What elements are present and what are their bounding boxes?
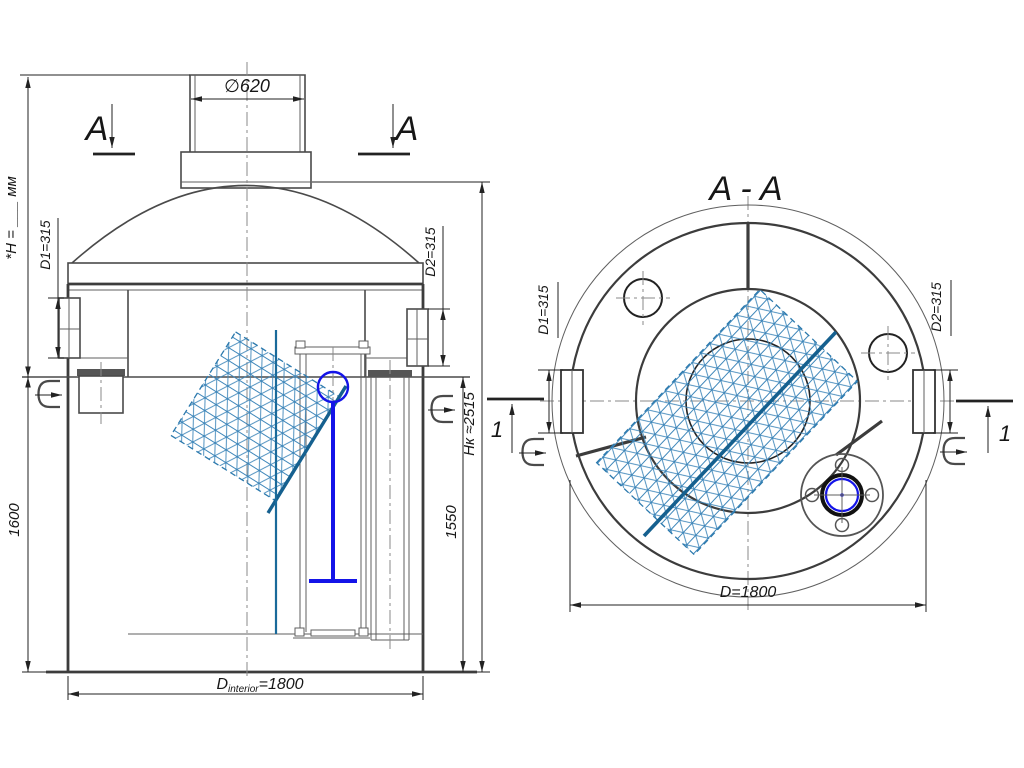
inlet-nozzle-plan — [560, 369, 584, 434]
vessel-dome — [67, 184, 424, 291]
coalescing-mesh-plan — [595, 288, 859, 556]
section-marker-a-left: A — [84, 104, 135, 156]
outlet-nozzle — [406, 308, 429, 367]
dim-d1: D1=315 — [37, 220, 53, 270]
dim-d-1800: D=1800 — [720, 584, 777, 601]
section-dimensions: D1=315 D2=315 D=1800 — [535, 280, 958, 612]
outlet-column — [368, 360, 412, 650]
outlet-flow-icon-plan — [940, 438, 967, 464]
dim-1550: 1550 — [443, 505, 460, 539]
lifting-lug-circle-left — [616, 271, 670, 325]
section-marker-a-right: A — [358, 104, 419, 156]
dim-d2-plan: D2=315 — [928, 282, 944, 332]
section-letter: A — [394, 110, 419, 148]
section-view: A - A — [487, 170, 1013, 612]
suction-pipe — [309, 347, 357, 583]
dim-neck-diameter: ∅620 — [224, 76, 270, 96]
dim-d1-plan: D1=315 — [535, 285, 551, 335]
section-title: A - A — [707, 170, 782, 208]
inlet-flow-icon-plan — [519, 439, 546, 465]
detail-number: 1 — [999, 421, 1011, 446]
dim-d-interior-sub: interior — [228, 684, 259, 695]
section-letter: A — [84, 110, 109, 148]
front-view: A A ∅620 *H = ___ мм 1600 D1=315 — [3, 62, 490, 700]
outlet-nozzle-plan — [912, 369, 936, 434]
front-dimensions: ∅620 *H = ___ мм 1600 D1=315 D2=315 — [3, 74, 490, 700]
dim-hk: Hк ≈2515 — [461, 392, 478, 456]
mesh-support-beam-plan — [642, 330, 838, 538]
lifting-lug-circle-right — [861, 326, 915, 380]
dim-total-height: *H = ___ мм — [3, 176, 20, 260]
dim-d2: D2=315 — [422, 227, 438, 277]
detail-marker-1-left: 1 — [487, 397, 544, 453]
outlet-flange — [800, 453, 884, 537]
inlet-flow-icon — [35, 381, 62, 407]
coalescing-mesh-front — [170, 331, 340, 501]
drain-stub — [77, 362, 125, 424]
dim-1600: 1600 — [6, 503, 23, 537]
dim-d-interior: Dinterior=1800 — [216, 676, 303, 695]
detail-number: 1 — [491, 417, 503, 442]
dim-d-interior-prefix: D — [216, 676, 228, 693]
outlet-flow-icon — [428, 396, 455, 422]
inlet-nozzle — [58, 297, 81, 359]
dim-d-interior-value: =1800 — [259, 676, 304, 693]
detail-marker-1-right: 1 — [956, 399, 1013, 453]
